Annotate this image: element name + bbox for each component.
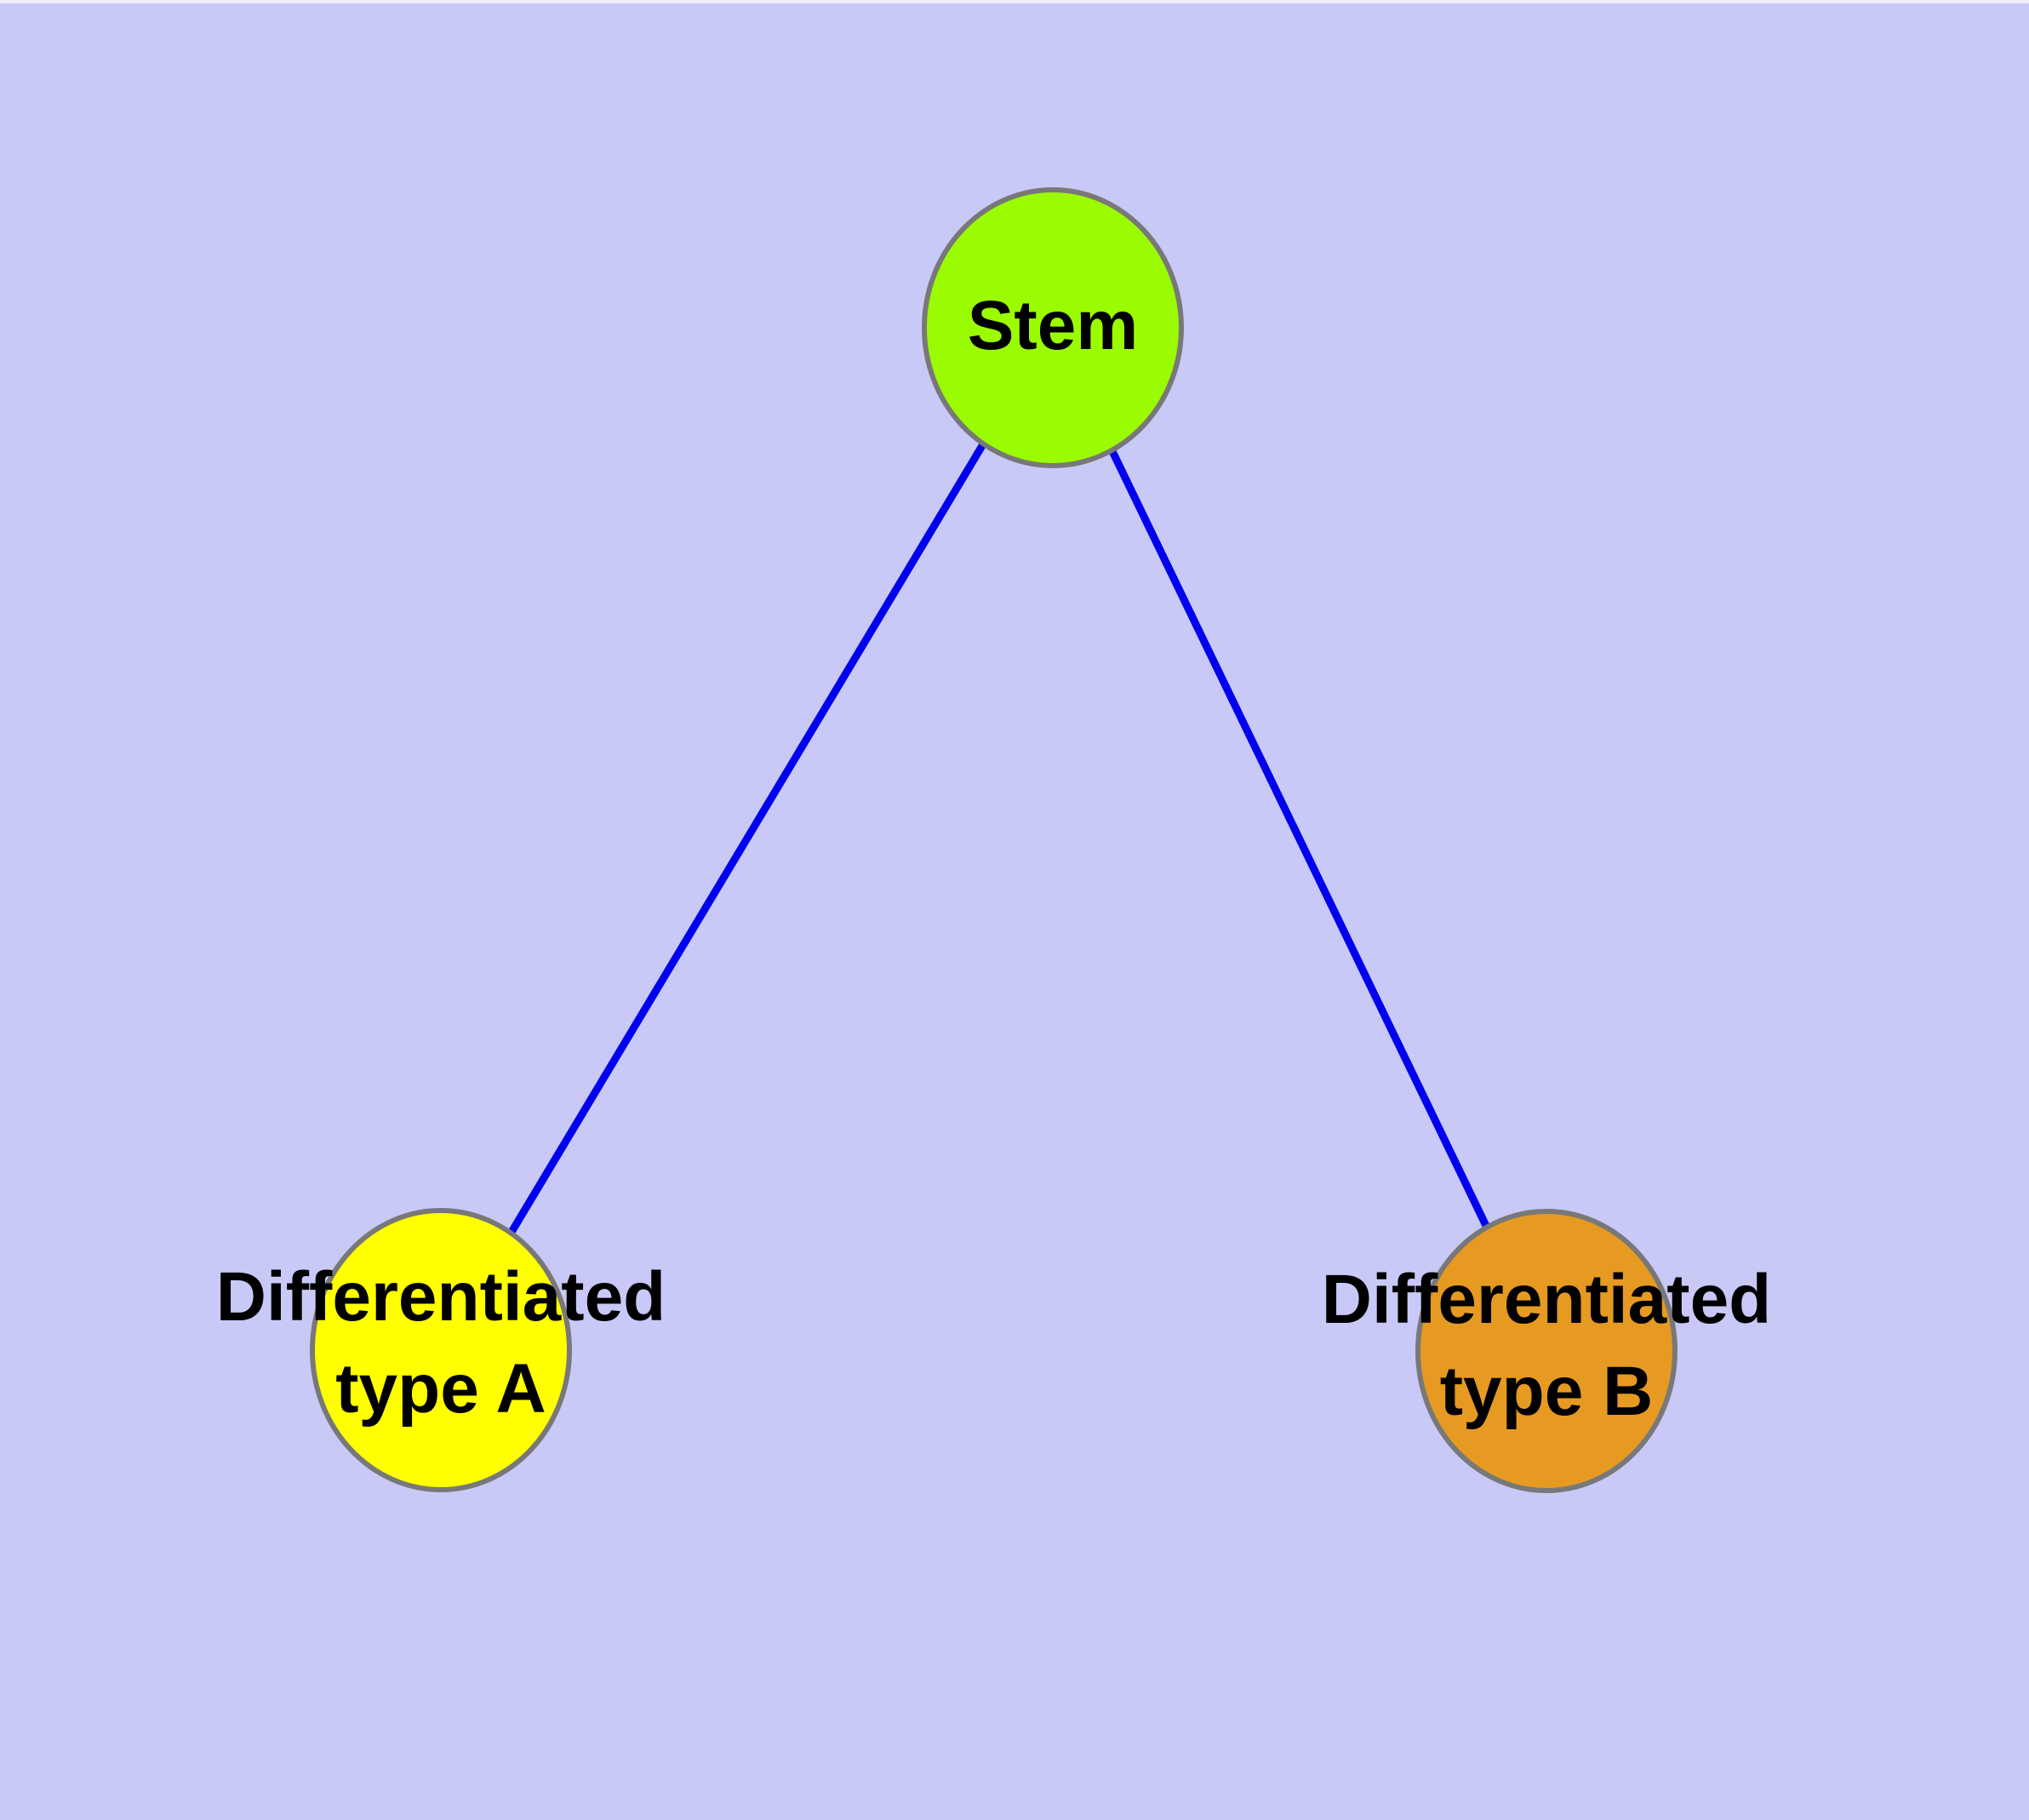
node-label-stem: Stem xyxy=(967,286,1139,364)
top-edge-highlight xyxy=(0,0,2029,3)
node-label-differentiated-type-a: Differentiated type A xyxy=(215,1257,666,1428)
node-label-differentiated-type-b: Differentiated type B xyxy=(1321,1260,1772,1430)
node-differentiated-type-b[interactable] xyxy=(1415,1209,1677,1493)
edge-stem-to-type-a xyxy=(437,325,1056,1353)
node-stem[interactable] xyxy=(922,187,1184,468)
edge-stem-to-type-b xyxy=(1049,326,1551,1353)
node-differentiated-type-a[interactable] xyxy=(310,1208,572,1492)
